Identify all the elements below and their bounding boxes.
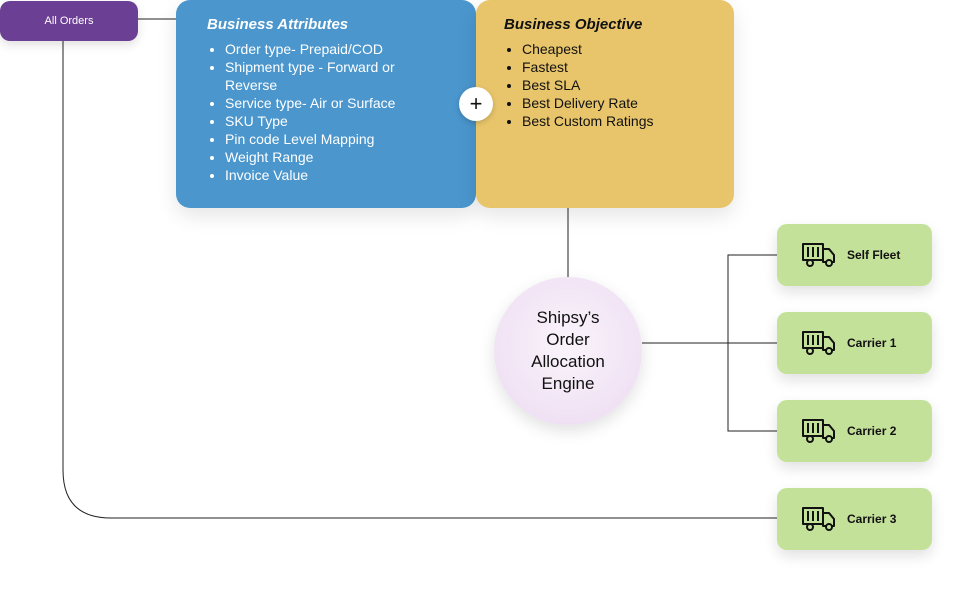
carrier-self-fleet: Self Fleet: [777, 224, 932, 286]
carrier-3: Carrier 3: [777, 488, 932, 550]
truck-icon: [802, 507, 835, 531]
objective-item: Cheapest: [522, 40, 654, 58]
business-objective-list: Cheapest Fastest Best SLA Best Delivery …: [504, 40, 654, 130]
carrier-label: Carrier 3: [847, 512, 897, 526]
objective-item: Fastest: [522, 58, 654, 76]
carrier-1: Carrier 1: [777, 312, 932, 374]
carrier-label: Carrier 2: [847, 424, 897, 438]
allocation-engine-node: Shipsy’s Order Allocation Engine: [494, 277, 642, 425]
business-attributes-title: Business Attributes: [207, 16, 349, 33]
business-attributes-card: Business Attributes Order type- Prepaid/…: [176, 0, 476, 208]
objective-item: Best SLA: [522, 76, 654, 94]
engine-label: Shipsy’s Order Allocation Engine: [531, 308, 605, 393]
truck-icon: [802, 243, 835, 267]
business-objective-card: Business Objective Cheapest Fastest Best…: [476, 0, 734, 208]
all-orders-label: All Orders: [44, 15, 94, 27]
attribute-item: Weight Range: [225, 148, 400, 166]
attribute-item: Service type- Air or Surface: [225, 94, 400, 112]
plus-symbol: +: [469, 91, 483, 116]
attribute-item: Pin code Level Mapping: [225, 130, 400, 148]
connector-bracket: [727, 254, 777, 432]
carrier-label: Self Fleet: [847, 248, 901, 262]
connector-orders-to-carrier-3: [62, 41, 777, 519]
attribute-item: Order type- Prepaid/COD: [225, 40, 400, 58]
objective-item: Best Delivery Rate: [522, 94, 654, 112]
carrier-2: Carrier 2: [777, 400, 932, 462]
attribute-item: Invoice Value: [225, 166, 400, 184]
objective-item: Best Custom Ratings: [522, 112, 654, 130]
truck-icon: [802, 331, 835, 355]
attribute-item: Shipment type - Forward or Reverse: [225, 58, 400, 94]
business-objective-title: Business Objective: [504, 16, 643, 33]
business-attributes-list: Order type- Prepaid/COD Shipment type - …: [207, 40, 400, 184]
plus-icon: +: [459, 87, 493, 121]
all-orders-node: All Orders: [0, 1, 138, 41]
carrier-label: Carrier 1: [847, 336, 897, 350]
attribute-item: SKU Type: [225, 112, 400, 130]
truck-icon: [802, 419, 835, 443]
